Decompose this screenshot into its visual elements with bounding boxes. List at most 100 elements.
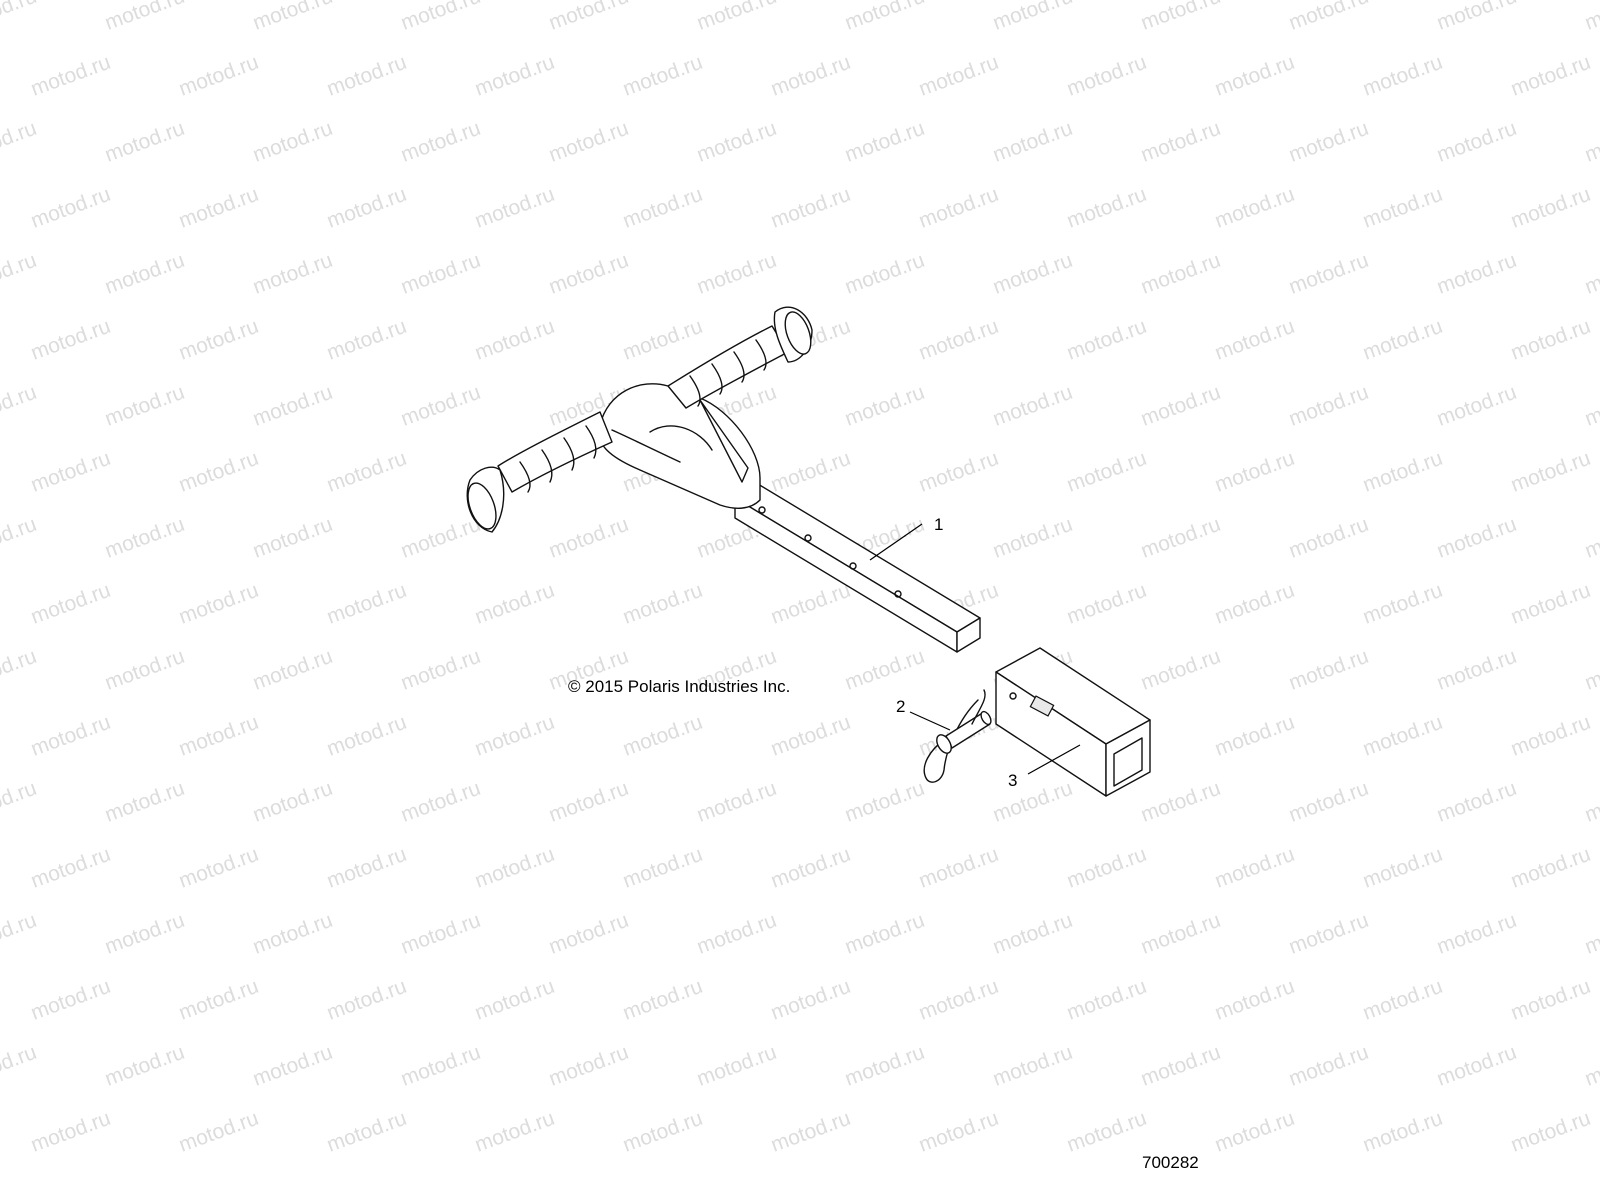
watermark-text: motod.ru xyxy=(768,579,854,629)
watermark-text: motod.ru xyxy=(0,117,40,167)
watermark-text: motod.ru xyxy=(1582,513,1600,563)
watermark-text: motod.ru xyxy=(842,0,928,35)
watermark-text: motod.ru xyxy=(398,381,484,431)
watermark-text: motod.ru xyxy=(472,1107,558,1157)
callout-label-1: 1 xyxy=(934,515,943,534)
watermark-text: motod.ru xyxy=(916,51,1002,101)
watermark-text: motod.ru xyxy=(1360,579,1446,629)
watermark-text: motod.ru xyxy=(324,315,410,365)
watermark-text: motod.ru xyxy=(1434,645,1520,695)
watermark-text: motod.ru xyxy=(1138,0,1224,35)
watermark-text: motod.ru xyxy=(990,909,1076,959)
callout-label-2: 2 xyxy=(896,697,905,716)
watermark-text: motod.ru xyxy=(1212,711,1298,761)
watermark-text: motod.ru xyxy=(102,0,188,35)
watermark-text: motod.ru xyxy=(398,909,484,959)
watermark-text: motod.ru xyxy=(250,249,336,299)
watermark-text: motod.ru xyxy=(324,1107,410,1157)
watermark-text: motod.ru xyxy=(1138,777,1224,827)
watermark-text: motod.ru xyxy=(842,645,928,695)
watermark-text: motod.ru xyxy=(0,249,40,299)
watermark-text: motod.ru xyxy=(1360,843,1446,893)
watermark-text: motod.ru xyxy=(28,183,114,233)
watermark-text: motod.ru xyxy=(102,117,188,167)
watermark-text: motod.ru xyxy=(1582,381,1600,431)
watermark-text: motod.ru xyxy=(1582,909,1600,959)
watermark-text: motod.ru xyxy=(546,909,632,959)
watermark-text: motod.ru xyxy=(1360,183,1446,233)
watermark-text: motod.ru xyxy=(620,51,706,101)
watermark-text: motod.ru xyxy=(1212,579,1298,629)
watermark-text: motod.ru xyxy=(620,1107,706,1157)
watermark-text: motod.ru xyxy=(620,579,706,629)
watermark-text: motod.ru xyxy=(1064,579,1150,629)
watermark-text: motod.ru xyxy=(1508,1107,1594,1157)
watermark-text: motod.ru xyxy=(1064,447,1150,497)
watermark-text: motod.ru xyxy=(102,909,188,959)
watermark-text: motod.ru xyxy=(990,117,1076,167)
watermark-text: motod.ru xyxy=(916,975,1002,1025)
watermark-text: motod.ru xyxy=(176,1107,262,1157)
watermark-text: motod.ru xyxy=(250,381,336,431)
watermark-text: motod.ru xyxy=(1212,315,1298,365)
watermark-text: motod.ru xyxy=(324,183,410,233)
watermark-text: motod.ru xyxy=(472,51,558,101)
watermark-text: motod.ru xyxy=(176,51,262,101)
watermark-text: motod.ru xyxy=(28,51,114,101)
watermark-text: motod.ru xyxy=(1360,315,1446,365)
watermark-text: motod.ru xyxy=(1138,1041,1224,1091)
watermark-text: motod.ru xyxy=(250,777,336,827)
watermark-text: motod.ru xyxy=(1360,51,1446,101)
watermark-text: motod.ru xyxy=(768,447,854,497)
watermark-text: motod.ru xyxy=(472,711,558,761)
watermark-text: motod.ru xyxy=(398,117,484,167)
watermark-text: motod.ru xyxy=(398,645,484,695)
watermark-text: motod.ru xyxy=(28,975,114,1025)
watermark-text: motod.ru xyxy=(1434,249,1520,299)
watermark-text: motod.ru xyxy=(916,183,1002,233)
watermark-text: motod.ru xyxy=(1138,381,1224,431)
watermark-text: motod.ru xyxy=(916,1107,1002,1157)
watermark-text: motod.ru xyxy=(768,1107,854,1157)
watermark-text: motod.ru xyxy=(1138,513,1224,563)
watermark-text: motod.ru xyxy=(842,1041,928,1091)
watermark-text: motod.ru xyxy=(1286,645,1372,695)
watermark-text: motod.ru xyxy=(1064,315,1150,365)
watermark-text: motod.ru xyxy=(1508,315,1594,365)
watermark-text: motod.ru xyxy=(620,843,706,893)
watermark-text: motod.ru xyxy=(694,777,780,827)
watermark-text: motod.ru xyxy=(324,843,410,893)
watermark-text: motod.ru xyxy=(1508,711,1594,761)
watermark-text: motod.ru xyxy=(620,315,706,365)
watermark-text: motod.ru xyxy=(324,447,410,497)
watermark-text: motod.ru xyxy=(250,1041,336,1091)
watermark-text: motod.ru xyxy=(1582,1041,1600,1091)
watermark-text: motod.ru xyxy=(398,777,484,827)
watermark-text: motod.ru xyxy=(1434,513,1520,563)
watermark-text: motod.ru xyxy=(0,1041,40,1091)
watermark-text: motod.ru xyxy=(0,513,40,563)
watermark-text: motod.ru xyxy=(1508,843,1594,893)
watermark-text: motod.ru xyxy=(1286,117,1372,167)
watermark-text: motod.ru xyxy=(324,51,410,101)
watermark-text: motod.ru xyxy=(28,315,114,365)
watermark-text: motod.ru xyxy=(1360,711,1446,761)
watermark-text: motod.ru xyxy=(768,843,854,893)
watermark-text: motod.ru xyxy=(250,0,336,35)
watermark-text: motod.ru xyxy=(472,843,558,893)
watermark-text: motod.ru xyxy=(398,0,484,35)
watermark-text: motod.ru xyxy=(1286,909,1372,959)
watermark-text: motod.ru xyxy=(324,711,410,761)
watermark-text: motod.ru xyxy=(768,51,854,101)
watermark-text: motod.ru xyxy=(250,909,336,959)
watermark-text: motod.ru xyxy=(768,183,854,233)
watermark-text: motod.ru xyxy=(990,0,1076,35)
watermark-text: motod.ru xyxy=(1138,249,1224,299)
watermark-text: motod.ru xyxy=(28,711,114,761)
watermark-text: motod.ru xyxy=(0,645,40,695)
watermark-text: motod.ru xyxy=(102,381,188,431)
watermark-text: motod.ru xyxy=(842,249,928,299)
watermark-text: motod.ru xyxy=(102,777,188,827)
watermark-text: motod.ru xyxy=(1286,777,1372,827)
